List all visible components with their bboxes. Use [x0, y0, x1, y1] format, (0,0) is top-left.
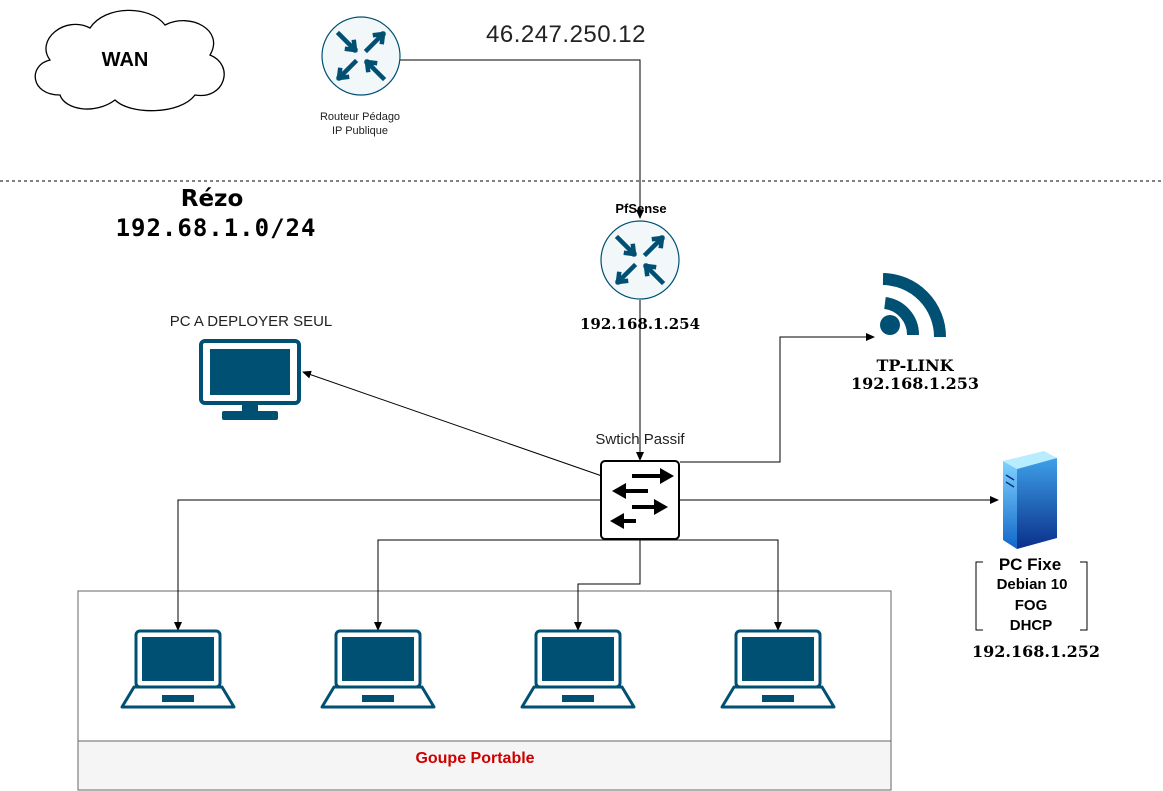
monitor-icon	[199, 339, 301, 420]
server-icon	[1003, 451, 1057, 549]
wan-cloud	[34, 9, 225, 112]
group-label: Goupe Portable	[415, 750, 535, 767]
pfsense-ip: 192.168.1.254	[579, 315, 701, 333]
tplink-name: TP-LINK	[876, 356, 954, 375]
server-service-dhcp: DHCP	[1009, 617, 1053, 634]
deploy-pc-label: PC A DEPLOYER SEUL	[169, 313, 333, 330]
router-name: Routeur Pédago	[319, 111, 401, 123]
link-switch-laptop2	[374, 539, 640, 631]
link-switch-tplink	[680, 333, 875, 463]
laptop-icon	[320, 629, 436, 709]
server-service-fog: FOG	[1014, 597, 1048, 614]
laptop-icon	[720, 629, 836, 709]
connections	[174, 59, 999, 631]
pfsense-name: PfSense	[615, 201, 667, 216]
laptop-icon	[120, 629, 236, 709]
laptop-icon	[520, 629, 636, 709]
server-label-bracket	[975, 561, 1088, 631]
pfsense-router-icon	[601, 221, 679, 299]
server-os: Debian 10	[996, 576, 1068, 593]
router-icon	[322, 17, 400, 95]
link-switch-laptop4	[640, 539, 782, 631]
switch-icon	[600, 460, 680, 540]
server-ip: 192.168.1.252	[971, 642, 1101, 661]
link-switch-laptop3	[574, 540, 641, 631]
wifi-icon	[880, 273, 946, 338]
switch-label: Swtich Passif	[595, 431, 685, 448]
router-public-ip: 46.247.250.12	[486, 21, 646, 48]
tplink-ip: 192.168.1.253	[850, 374, 980, 393]
network-subnet: 192.68.1.0/24	[115, 214, 317, 242]
server-title: PC Fixe	[998, 555, 1062, 574]
network-name: Rézo	[180, 186, 244, 212]
wan-label: WAN	[101, 49, 149, 71]
link-router-pfsense	[400, 59, 644, 219]
router-subtitle: IP Publique	[331, 125, 389, 137]
link-switch-deploy-pc	[302, 370, 603, 477]
link-switch-laptop1	[174, 499, 602, 631]
